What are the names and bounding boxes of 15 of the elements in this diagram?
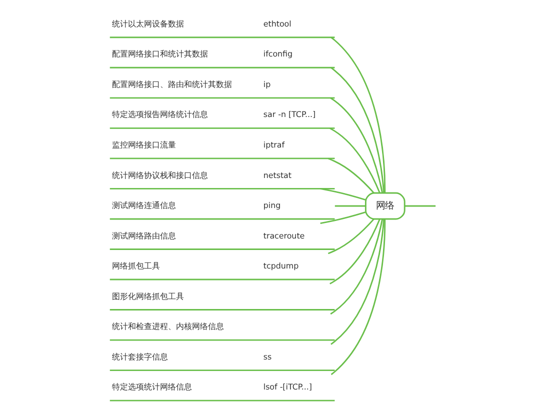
connector	[330, 97, 383, 193]
connector	[329, 128, 380, 194]
connector	[327, 218, 374, 254]
connector	[320, 188, 366, 200]
connector	[334, 205, 366, 207]
connector	[330, 219, 383, 315]
connector	[404, 205, 436, 207]
connector	[330, 67, 384, 193]
connector	[330, 219, 384, 345]
connector	[327, 158, 374, 194]
connector	[330, 36, 386, 193]
connector	[320, 212, 366, 224]
connector	[330, 219, 386, 376]
connector	[329, 218, 380, 284]
node-box: 网络	[364, 192, 405, 220]
